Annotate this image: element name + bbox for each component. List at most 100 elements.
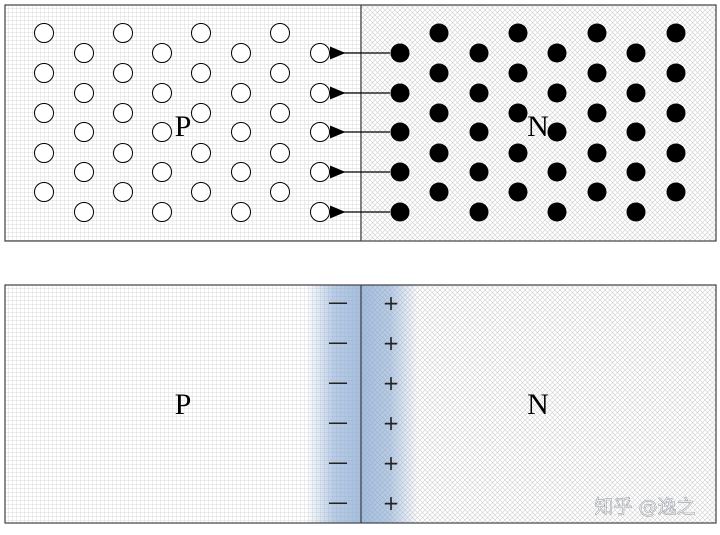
hole: [152, 202, 172, 222]
hole: [152, 122, 172, 142]
watermark: 知乎 @逸之: [594, 496, 695, 518]
space-charges-group: —+—+—+—+—+—+: [328, 290, 399, 515]
electron: [626, 83, 646, 103]
electron: [626, 162, 646, 182]
electron: [587, 143, 607, 163]
electron: [587, 63, 607, 83]
hole: [310, 162, 330, 182]
positive-charge: +: [383, 291, 400, 315]
hole: [191, 103, 211, 123]
negative-charge: —: [328, 290, 348, 314]
negative-charge: —: [328, 490, 348, 514]
hole: [231, 202, 251, 222]
positive-charge: +: [383, 371, 400, 395]
electron: [508, 182, 528, 202]
electron: [429, 63, 449, 83]
hole: [34, 143, 54, 163]
electron: [587, 182, 607, 202]
top-p-region: [5, 5, 361, 241]
hole: [191, 23, 211, 43]
hole: [152, 83, 172, 103]
electron: [666, 103, 686, 123]
electron: [666, 182, 686, 202]
electron: [547, 43, 567, 63]
negative-charge: —: [328, 450, 348, 474]
hole: [74, 202, 94, 222]
top-diagram: P N: [4, 4, 717, 242]
electron: [469, 202, 489, 222]
electron: [390, 122, 410, 142]
hole: [270, 143, 290, 163]
bottom-n-region: [361, 285, 716, 523]
electron: [429, 143, 449, 163]
electron: [547, 83, 567, 103]
hole: [310, 202, 330, 222]
hole: [231, 162, 251, 182]
electron: [587, 103, 607, 123]
electron: [390, 202, 410, 222]
positive-charge: +: [383, 411, 400, 435]
electron: [429, 103, 449, 123]
hole: [34, 103, 54, 123]
hole: [113, 63, 133, 83]
bottom-p-region: [5, 285, 361, 523]
electron: [508, 103, 528, 123]
electron: [508, 63, 528, 83]
electron: [547, 202, 567, 222]
hole: [231, 43, 251, 63]
positive-charge: +: [383, 451, 400, 475]
hole: [74, 162, 94, 182]
hole: [113, 23, 133, 43]
top-p-label: P: [175, 110, 192, 143]
hole: [191, 182, 211, 202]
hole: [270, 182, 290, 202]
electron: [666, 63, 686, 83]
hole: [270, 103, 290, 123]
electron: [390, 162, 410, 182]
electron: [587, 23, 607, 43]
hole: [310, 83, 330, 103]
hole: [113, 103, 133, 123]
bottom-diagram: —+—+—+—+—+—+ P N: [4, 284, 717, 524]
electron: [666, 143, 686, 163]
migration-arrows: [330, 46, 390, 219]
hole: [34, 63, 54, 83]
bottom-p-label: P: [175, 388, 192, 421]
electron: [469, 43, 489, 63]
electrons-group: [390, 23, 686, 222]
hole: [191, 63, 211, 83]
hole: [34, 182, 54, 202]
negative-charge: —: [328, 410, 348, 434]
electron: [547, 162, 567, 182]
top-n-region: [361, 5, 716, 241]
hole: [74, 43, 94, 63]
electron: [508, 143, 528, 163]
hole: [310, 122, 330, 142]
hole: [191, 143, 211, 163]
electron: [469, 83, 489, 103]
electron: [429, 23, 449, 43]
hole: [270, 23, 290, 43]
hole: [231, 122, 251, 142]
electron: [508, 23, 528, 43]
electron: [390, 83, 410, 103]
holes-group: [34, 23, 330, 222]
bottom-n-label: N: [527, 388, 549, 421]
electron: [390, 43, 410, 63]
hole: [74, 83, 94, 103]
hole: [310, 43, 330, 63]
hole: [113, 143, 133, 163]
top-n-label: N: [527, 110, 549, 143]
positive-charge: +: [383, 331, 400, 355]
hole: [270, 63, 290, 83]
hole: [231, 83, 251, 103]
hole: [152, 43, 172, 63]
negative-charge: —: [328, 370, 348, 394]
electron: [666, 23, 686, 43]
electron: [469, 122, 489, 142]
electron: [626, 43, 646, 63]
positive-charge: +: [383, 491, 400, 515]
electron: [469, 162, 489, 182]
hole: [152, 162, 172, 182]
